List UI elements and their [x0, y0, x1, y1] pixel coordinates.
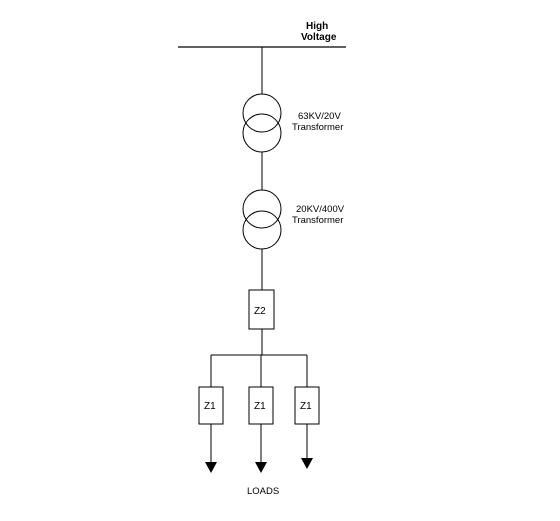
bus-label-line2: Voltage — [301, 32, 337, 43]
transformer-1-primary-winding — [242, 93, 282, 133]
branch-3-z1-box — [294, 386, 320, 425]
transformer-1-secondary-winding — [242, 113, 282, 153]
branch-2-z1-label: Z1 — [254, 401, 266, 412]
branch-1-load-arrow — [205, 462, 217, 473]
branch-3-z1-label: Z1 — [300, 401, 312, 412]
transformer-2 — [242, 189, 282, 250]
loads-label: LOADS — [247, 486, 279, 497]
transformer-2-primary-winding — [242, 189, 282, 229]
branch-3-load-arrow — [301, 458, 313, 469]
branch-3: Z1 — [294, 355, 320, 469]
transformer-2-kind: Transformer — [292, 215, 343, 226]
branch-1: Z1 — [198, 355, 224, 473]
z2-label: Z2 — [254, 306, 266, 317]
transformer-2-rating: 20KV/400V — [296, 204, 345, 215]
branch-1-z1-box — [198, 386, 224, 425]
z2-impedance-box — [248, 289, 275, 330]
branch-1-z1-label: Z1 — [204, 401, 216, 412]
branch-2: Z1 — [248, 355, 274, 473]
bus-label-line1: High — [306, 21, 328, 32]
transformer-1-kind: Transformer — [292, 122, 343, 133]
transformer-2-secondary-winding — [242, 210, 282, 250]
transformer-1-rating: 63KV/20V — [298, 111, 341, 122]
transformer-1 — [242, 93, 282, 153]
branch-2-load-arrow — [255, 462, 267, 473]
